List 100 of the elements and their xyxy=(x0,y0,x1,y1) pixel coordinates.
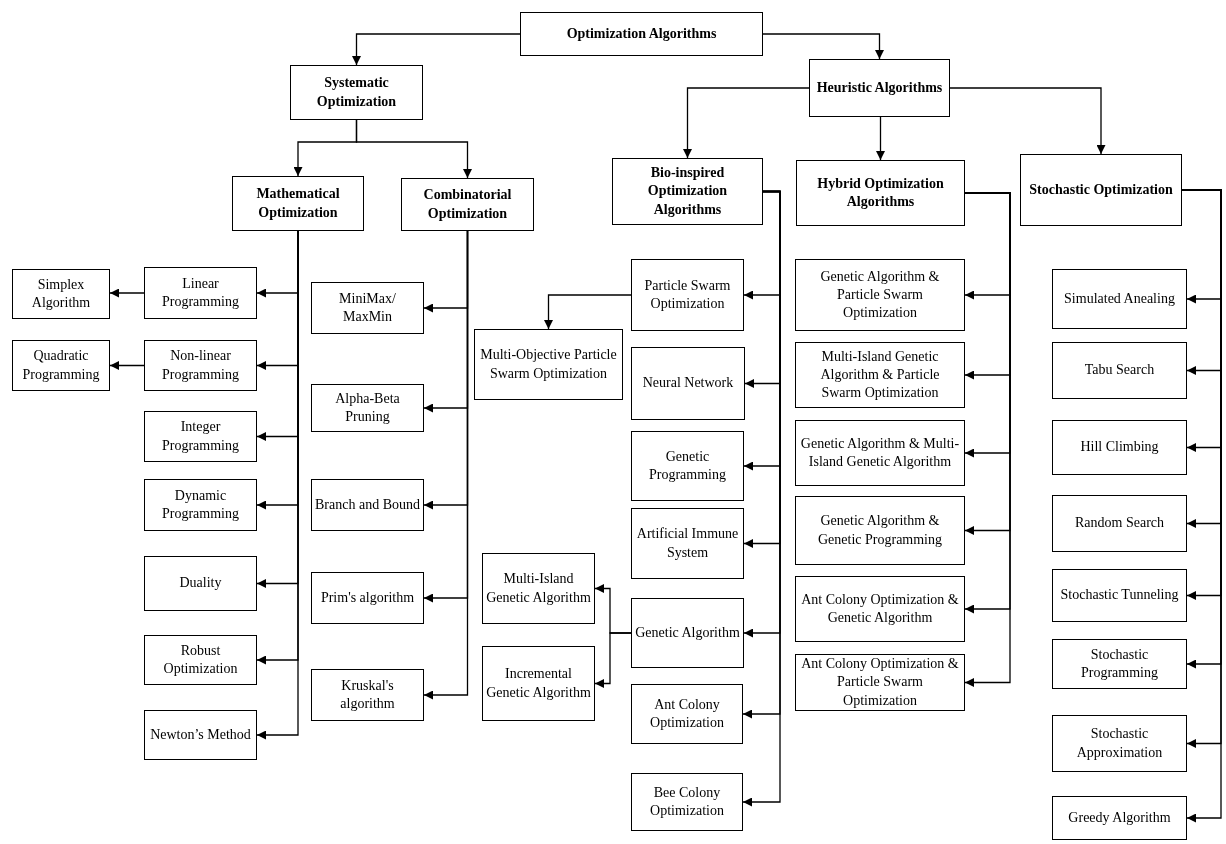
node-label: Stochastic Programming xyxy=(1080,645,1159,682)
process-box xyxy=(796,160,965,226)
node-label: Hybrid Optimization Algorithms xyxy=(816,174,945,211)
process-box xyxy=(401,178,534,231)
process-box xyxy=(144,635,257,685)
node-label: Simplex Algorithm xyxy=(30,275,92,312)
node-label: Genetic Algorithm xyxy=(635,623,740,642)
process-box xyxy=(631,347,745,420)
arrow xyxy=(949,87,1106,155)
process-box xyxy=(12,340,110,391)
process-box xyxy=(631,259,744,331)
node-label: Systematic Optimization xyxy=(315,74,398,111)
arrow xyxy=(594,632,632,688)
node-label: Particle Swarm Optimization xyxy=(643,276,732,313)
process-box xyxy=(795,259,965,331)
node-label: Greedy Algorithm xyxy=(1068,808,1171,827)
arrow xyxy=(876,116,885,161)
node-label: Multi-Island Genetic Algorithm & Particle Swarm Optimization xyxy=(819,347,941,403)
node-label: Genetic Programming xyxy=(648,447,727,484)
process-box xyxy=(232,176,364,231)
node-label: Dynamic Programming xyxy=(161,486,240,523)
node-label: Hill Climbing xyxy=(1080,438,1159,457)
node-label: Combinatorial Optimization xyxy=(422,186,513,223)
process-box xyxy=(631,431,744,501)
process-box xyxy=(631,684,743,744)
node-label: Branch and Bound xyxy=(315,495,420,514)
node-label: Incremental Genetic Algorithm xyxy=(486,665,591,702)
node-label: Multi-Island Genetic Algorithm xyxy=(486,570,591,607)
process-box xyxy=(1052,569,1187,622)
process-box xyxy=(520,12,763,56)
node-label: Neural Network xyxy=(642,374,734,393)
node-label: Non-linear Programming xyxy=(161,347,240,384)
node-label: Heuristic Algorithms xyxy=(816,78,943,97)
process-box xyxy=(1052,715,1187,772)
node-label: Genetic Algorithm & Particle Swarm Optimization xyxy=(819,267,941,323)
node-label: Genetic Algorithm & Multi-Island Genetic Algorithm xyxy=(799,434,961,471)
node-label: Ant Colony Optimization & Particle Swarm Optimization xyxy=(800,655,960,710)
process-box xyxy=(311,572,424,624)
node-label: Artificial Immune System xyxy=(635,525,740,562)
process-box xyxy=(144,340,257,391)
process-box xyxy=(290,65,423,120)
process-box xyxy=(631,773,743,831)
node-label: Optimization Algorithms xyxy=(566,24,717,43)
node-label: Multi-Objective Particle Swarm Optimization xyxy=(479,346,618,383)
process-box xyxy=(1052,639,1187,689)
process-box xyxy=(144,267,257,319)
process-box xyxy=(474,329,623,400)
node-label: Prim's algorithm xyxy=(320,588,415,607)
arrow xyxy=(109,361,145,370)
process-box xyxy=(612,158,763,225)
process-box xyxy=(795,420,965,486)
arrow xyxy=(109,288,145,298)
node-label: Ant Colony Optimization & Genetic Algorithm xyxy=(800,590,960,627)
process-box xyxy=(1020,154,1182,226)
process-box xyxy=(1052,420,1187,475)
process-box xyxy=(311,384,424,432)
arrow xyxy=(762,33,884,60)
node-label: Stochastic Approximation xyxy=(1075,725,1164,762)
node-label: Genetic Algorithm & Genetic Programming xyxy=(817,512,943,549)
arrow xyxy=(683,87,810,159)
node-label: MiniMax/ MaxMin xyxy=(338,289,397,326)
node-label: Tabu Search xyxy=(1084,361,1155,380)
node-label: Bee Colony Optimization xyxy=(649,783,725,820)
node-label: Newton’s Method xyxy=(150,725,251,744)
process-box xyxy=(795,496,965,565)
process-box xyxy=(809,59,950,117)
node-label: Mathematical Optimization xyxy=(255,185,341,222)
node-label: Robust Optimization xyxy=(162,641,239,678)
process-box xyxy=(311,669,424,721)
process-box xyxy=(795,342,965,408)
node-label: Stochastic Tunneling xyxy=(1060,586,1179,605)
process-box xyxy=(12,269,110,319)
node-label: Bio-inspired Optimization Algorithms xyxy=(646,164,729,219)
node-label: Linear Programming xyxy=(161,274,240,311)
process-box xyxy=(311,479,424,531)
arrow xyxy=(355,119,472,179)
node-label: Kruskal's algorithm xyxy=(339,676,396,713)
arrow xyxy=(544,294,632,330)
process-box xyxy=(482,646,595,721)
process-box xyxy=(482,553,595,624)
process-box xyxy=(1052,796,1187,840)
process-box xyxy=(1052,342,1187,399)
process-box xyxy=(631,598,744,668)
node-label: Duality xyxy=(179,574,222,593)
node-label: Random Search xyxy=(1075,514,1164,533)
arrow xyxy=(423,230,469,700)
process-box xyxy=(144,710,257,760)
process-box xyxy=(311,282,424,334)
process-box xyxy=(144,411,257,462)
node-label: Alpha-Beta Pruning xyxy=(334,389,401,426)
process-box xyxy=(795,576,965,642)
node-label: Ant Colony Optimization xyxy=(649,695,725,732)
process-box xyxy=(631,508,744,579)
process-box xyxy=(1052,269,1187,329)
node-label: Stochastic Optimization xyxy=(1029,180,1173,199)
node-label: Integer Programming xyxy=(161,418,240,455)
process-box xyxy=(144,479,257,531)
process-box xyxy=(1052,495,1187,552)
process-box xyxy=(144,556,257,611)
node-label: Simulated Anealing xyxy=(1064,289,1175,308)
